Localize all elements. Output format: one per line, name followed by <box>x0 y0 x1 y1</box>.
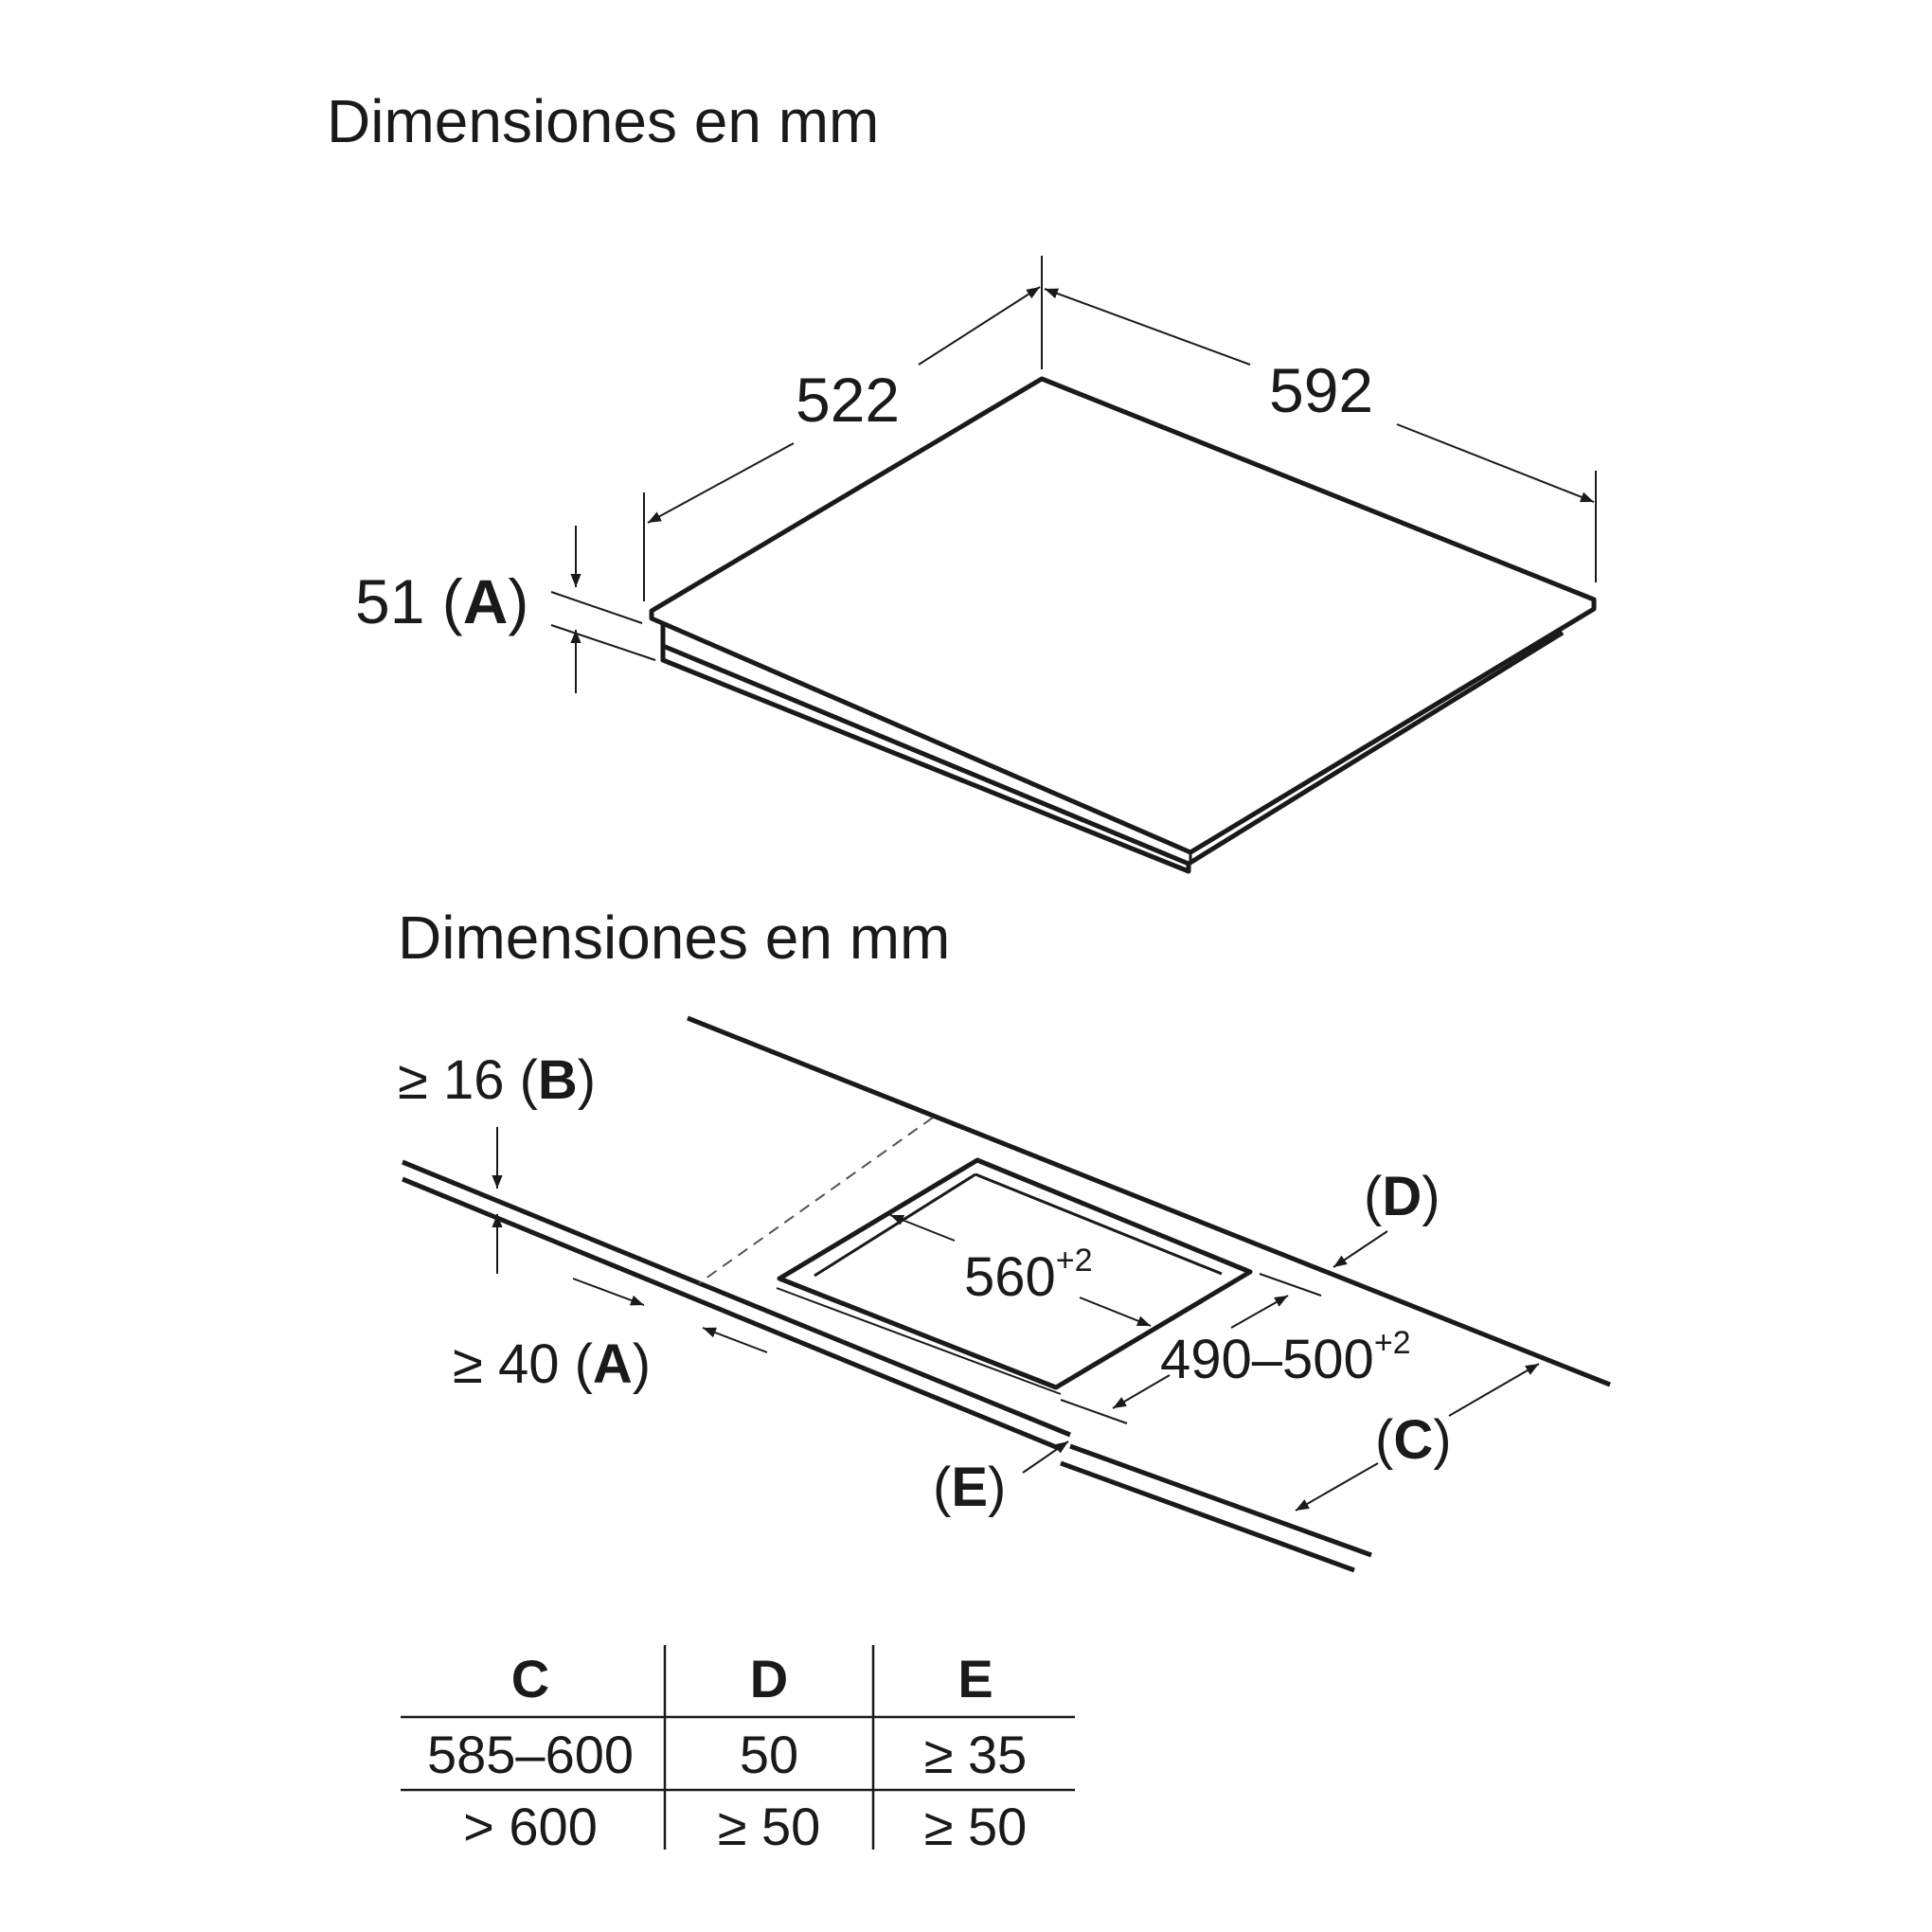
table-cell: ≥ 50 <box>718 1797 821 1856</box>
ref-c: C <box>1393 1409 1433 1471</box>
table-cell: ≥ 35 <box>924 1725 1028 1784</box>
ref-d: D <box>1382 1166 1422 1227</box>
b-value: ≥ 16 <box>398 1049 504 1111</box>
bottom-title: Dimensiones en mm <box>398 903 950 972</box>
table-cell: 585–600 <box>427 1725 634 1784</box>
reference-d: (D) <box>1333 1166 1440 1268</box>
reference-e: (E) <box>933 1440 1069 1518</box>
dim-height-ref: A <box>463 566 509 636</box>
table-header-c: C <box>511 1649 549 1708</box>
svg-text:490–500+2: 490–500+2 <box>1160 1325 1411 1390</box>
b-ref: B <box>538 1049 578 1111</box>
hob-outline <box>649 376 1597 874</box>
svg-text:(D): (D) <box>1364 1166 1440 1227</box>
dim-width-label: 592 <box>1269 355 1373 425</box>
dimension-490-500: 490–500+2 <box>1060 1273 1411 1424</box>
table-cell: 50 <box>740 1725 798 1784</box>
dimension-b: ≥ 16 (B) <box>398 1049 596 1274</box>
cut-width-label: 560 <box>964 1246 1056 1308</box>
svg-text:(E): (E) <box>933 1457 1006 1518</box>
table-cell: ≥ 50 <box>924 1797 1028 1856</box>
table-cell: > 600 <box>463 1797 598 1856</box>
dimension-51: 51 (A) <box>355 526 581 693</box>
table-header-d: D <box>750 1649 788 1708</box>
svg-text:560+2: 560+2 <box>964 1243 1093 1308</box>
svg-text:(C): (C) <box>1375 1409 1452 1471</box>
a-ref: A <box>593 1333 633 1395</box>
dimension-table: C D E 585–600 50 ≥ 35 > 600 ≥ 50 ≥ 50 <box>401 1645 1075 1856</box>
cut-width-tol: +2 <box>1056 1243 1093 1279</box>
dimension-592: 592 <box>1044 288 1595 503</box>
cut-depth-tol: +2 <box>1374 1325 1411 1361</box>
svg-text:≥ 40 (A): ≥ 40 (A) <box>453 1333 651 1395</box>
top-title: Dimensiones en mm <box>327 87 879 155</box>
cutout-outline <box>777 1157 1253 1390</box>
dim-height-value: 51 <box>355 566 424 636</box>
dimension-a: ≥ 40 (A) <box>453 1278 768 1395</box>
cut-depth-label: 490–500 <box>1160 1329 1374 1390</box>
dimension-522: 522 <box>647 286 1041 524</box>
a-value: ≥ 40 <box>453 1333 559 1395</box>
dim-depth-label: 522 <box>796 365 900 435</box>
reference-c: (C) <box>1295 1363 1540 1512</box>
svg-text:≥ 16 (B): ≥ 16 (B) <box>398 1049 596 1111</box>
dimension-560: 560+2 <box>776 1214 1152 1395</box>
ref-e: E <box>951 1457 988 1518</box>
top-extension-lines <box>550 256 1597 661</box>
svg-text:51 (A): 51 (A) <box>355 566 528 636</box>
worktop-outline <box>402 1015 1611 1573</box>
table-header-e: E <box>957 1649 993 1708</box>
